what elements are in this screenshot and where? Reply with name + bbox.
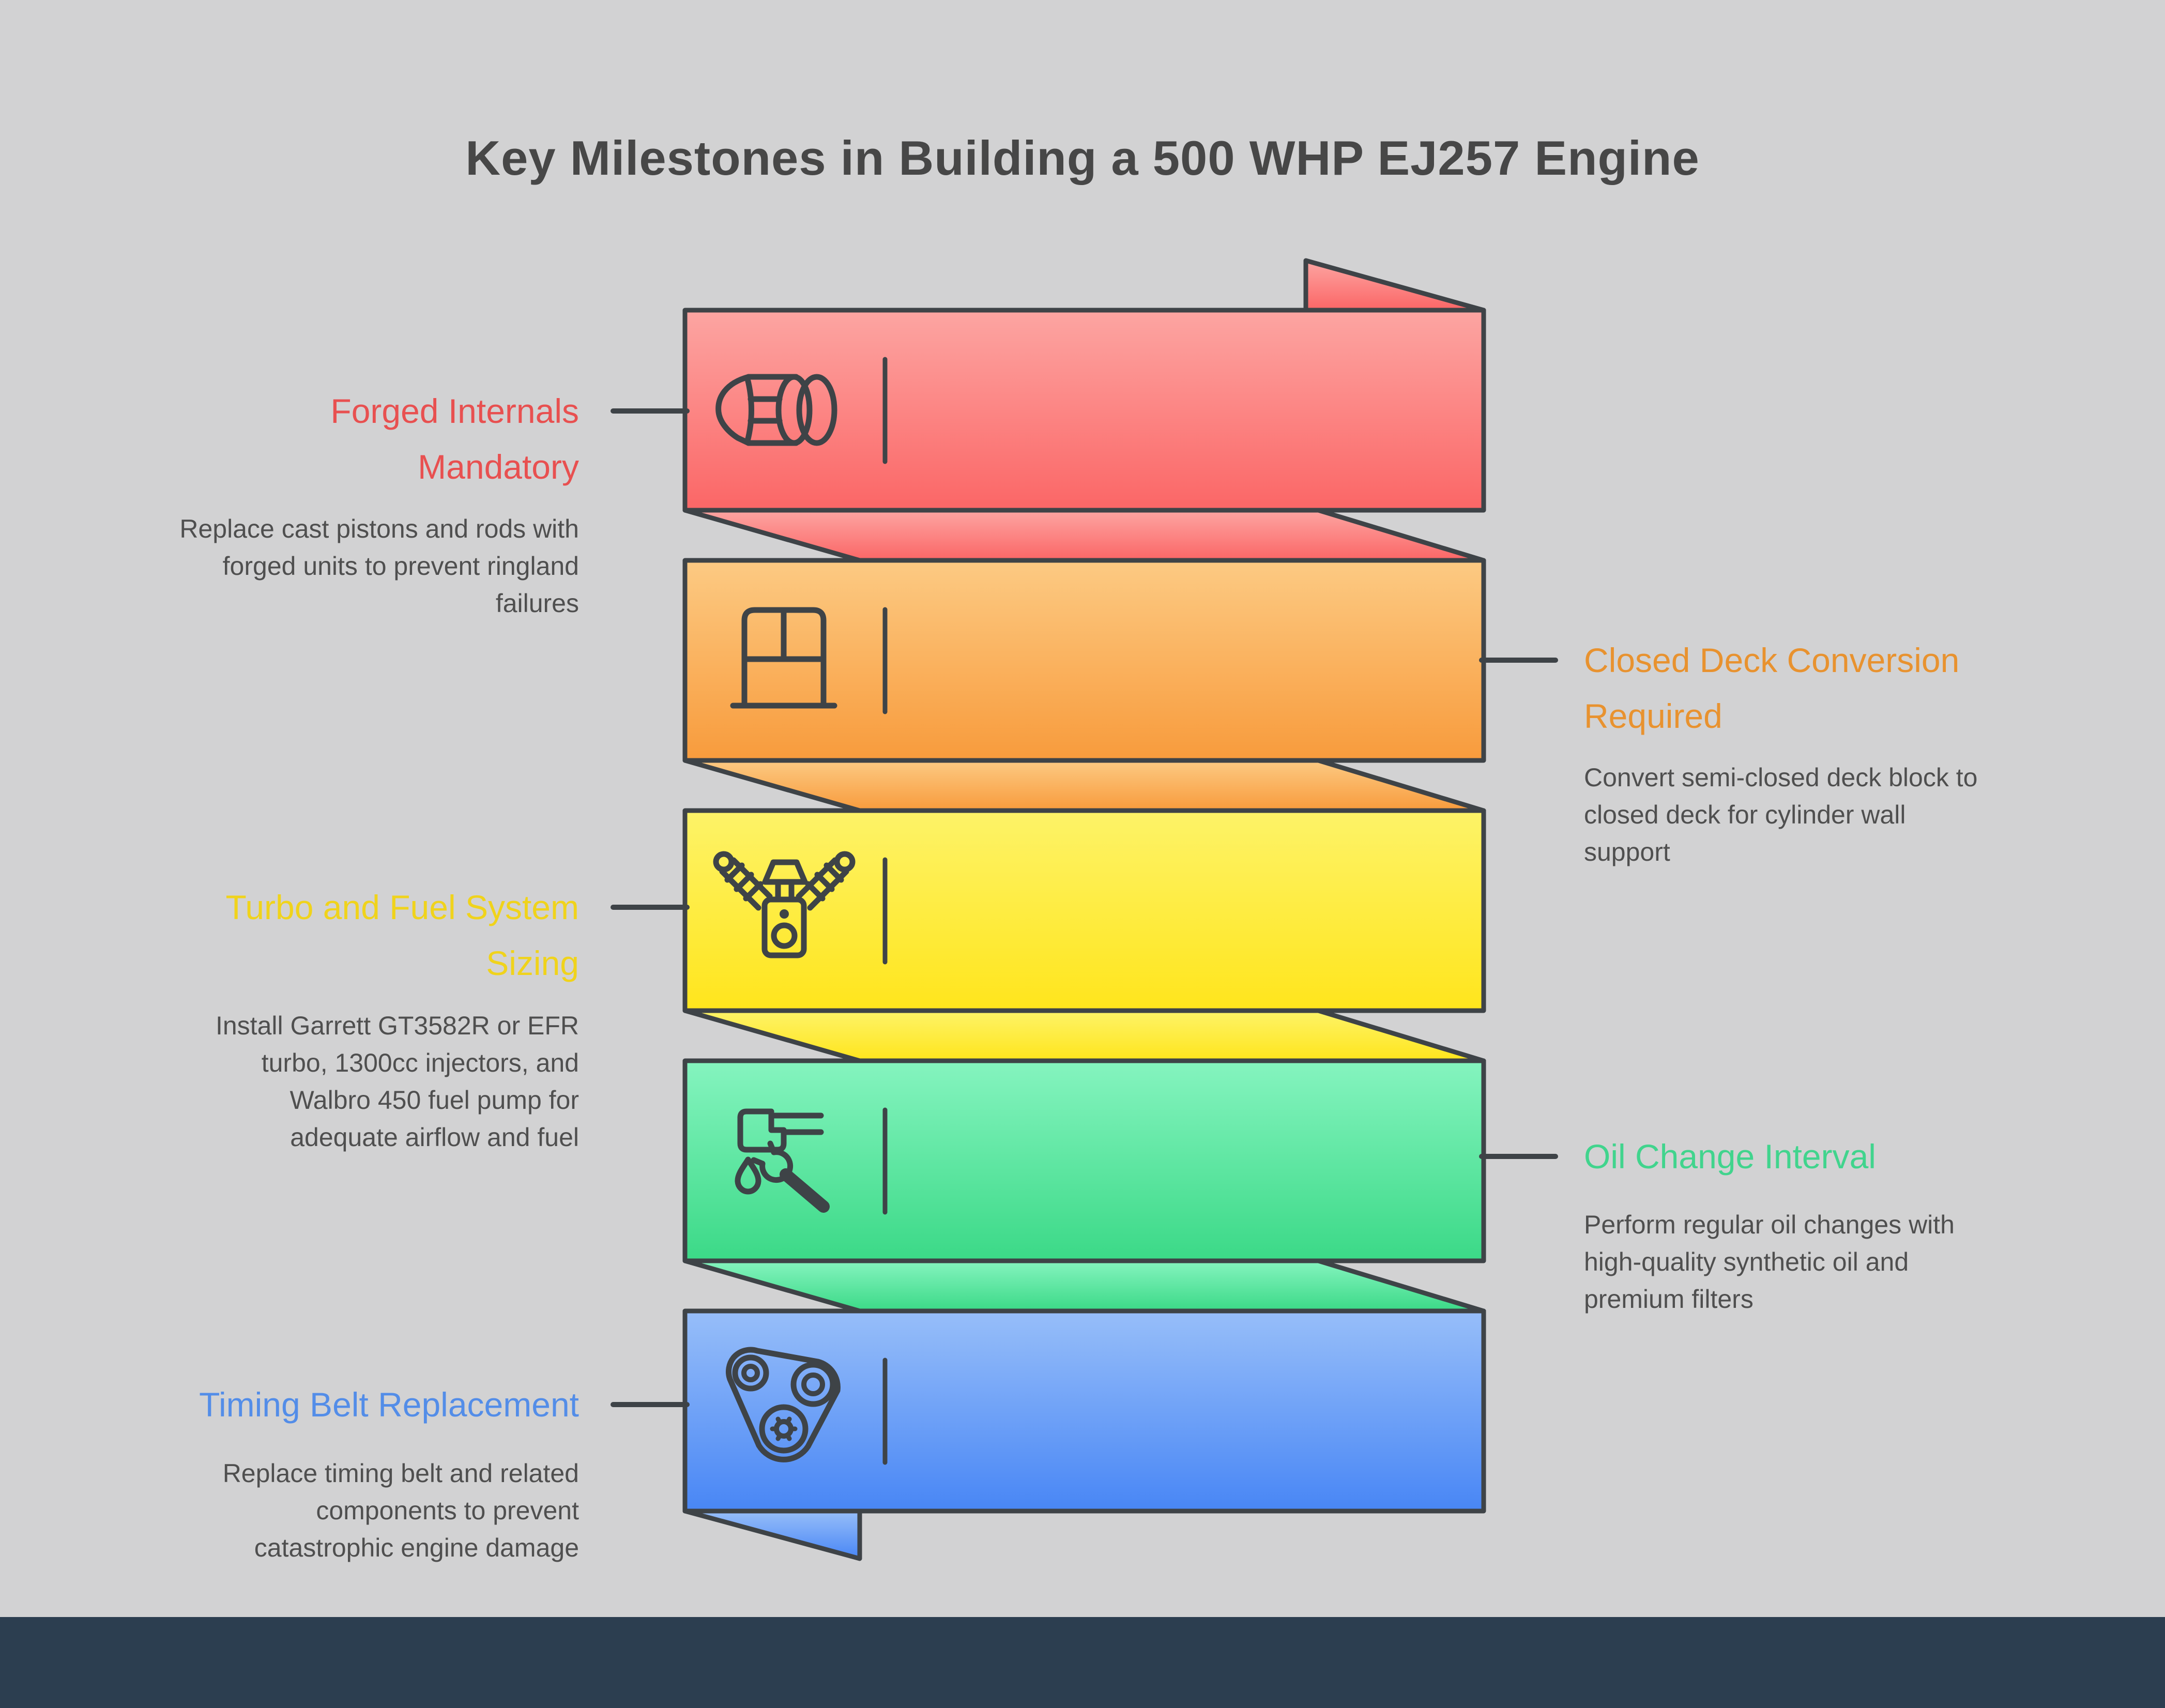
- ribbon-fold: [682, 508, 1486, 563]
- section-title-forged-internals: Forged Internals Mandatory: [330, 392, 579, 486]
- page-title: Key Milestones in Building a 500 WHP EJ2…: [465, 131, 1700, 185]
- oil-service-icon: [735, 1108, 830, 1213]
- section-title-timing-belt-replacement: Timing Belt Replacement: [199, 1385, 579, 1424]
- ribbon-fold: [682, 1008, 1486, 1063]
- section-title-closed-deck-conversion: Closed Deck Conversion Required: [1584, 641, 1960, 735]
- engine-icon: [713, 851, 856, 958]
- section-description-closed-deck-conversion: Convert semi-closed deck block to closed…: [1584, 763, 1978, 866]
- timing-belt-icon: [725, 1347, 841, 1462]
- ribbon-bottom-fold: [682, 1508, 862, 1561]
- banner-oil-change-interval: [682, 1058, 1486, 1263]
- connector-lines: [611, 408, 1558, 1407]
- ribbon-fold: [682, 1258, 1486, 1314]
- ribbon-fold: [682, 758, 1486, 813]
- banner-forged-internals: [682, 308, 1486, 513]
- engine-block-deck-icon: [730, 607, 837, 709]
- ribbon-top-fold: [1303, 258, 1486, 313]
- section-description-forged-internals: Replace cast pistons and rods with forge…: [179, 514, 579, 618]
- section-title-oil-change-interval: Oil Change Interval: [1584, 1137, 1876, 1176]
- section-title-turbo-and-fuel-system-sizing: Turbo and Fuel System Sizing: [225, 888, 579, 982]
- footer-bar: [0, 1617, 2165, 1708]
- banner-timing-belt-replacement: [682, 1308, 1486, 1514]
- piston-icon: [715, 374, 837, 446]
- section-description-turbo-and-fuel-system-sizing: Install Garrett GT3582R or EFR turbo, 13…: [215, 1011, 579, 1152]
- banner-turbo-and-fuel-system-sizing: [682, 808, 1486, 1013]
- section-description-timing-belt-replacement: Replace timing belt and related componen…: [222, 1459, 579, 1562]
- section-description-oil-change-interval: Perform regular oil changes with high-qu…: [1584, 1210, 1955, 1314]
